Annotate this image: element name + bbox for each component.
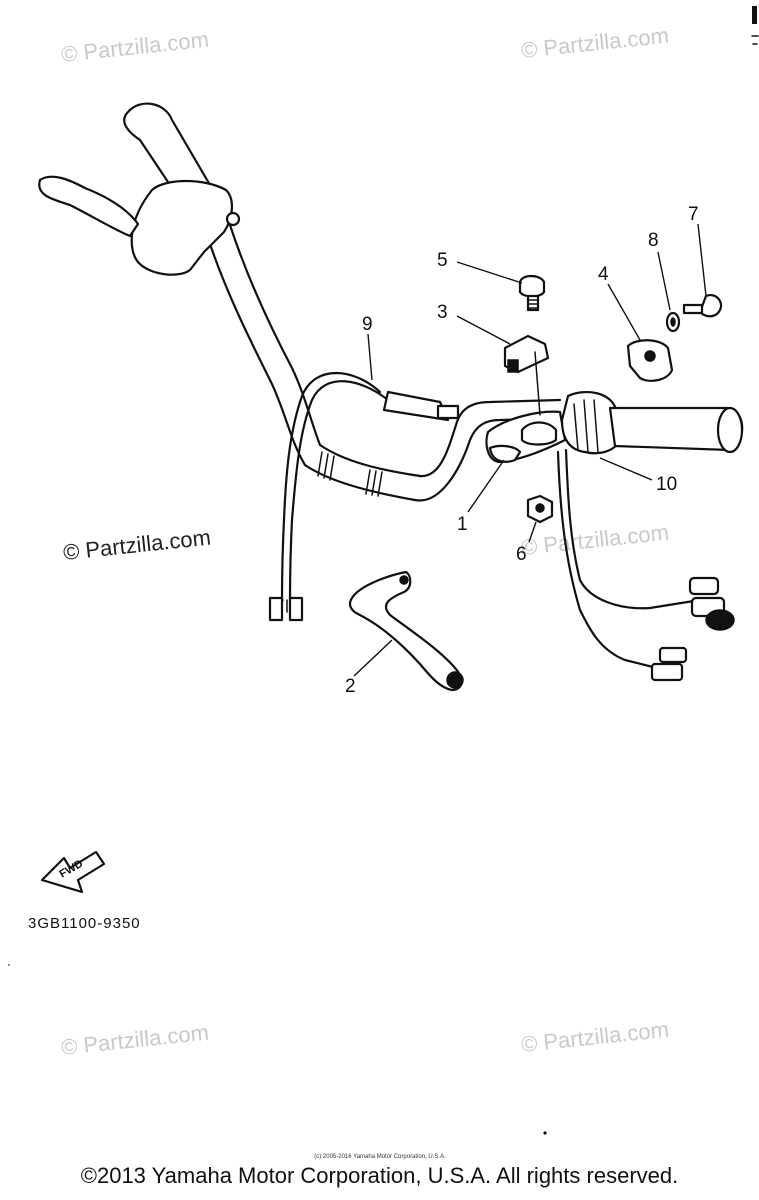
nut-6 <box>526 494 554 524</box>
connector-c <box>658 646 688 664</box>
small-copyright: (c) 2005-2016 Yamaha Motor Corporation, … <box>314 1154 446 1160</box>
cable-9 <box>268 372 460 622</box>
watermark-bottom-left: © Partzilla.com <box>60 1020 210 1060</box>
brake-lever-2 <box>348 570 464 692</box>
callout-1: 1 <box>457 514 468 535</box>
leader-lines <box>353 223 707 677</box>
callout-7: 7 <box>688 204 699 225</box>
handlebar <box>206 223 562 502</box>
callout-9: 9 <box>362 314 373 335</box>
footer-copyright: ©2013 Yamaha Motor Corporation, U.S.A. A… <box>80 1163 679 1188</box>
bolt-5 <box>518 274 546 312</box>
switch-wiring <box>556 448 735 682</box>
callout-2: 2 <box>345 676 356 697</box>
callout-10: 10 <box>656 474 677 495</box>
watermark-bottom-right: © Partzilla.com <box>520 1017 670 1057</box>
screw-7 <box>682 294 723 318</box>
washer-8 <box>665 311 681 333</box>
callout-3: 3 <box>437 302 448 323</box>
callout-8: 8 <box>648 230 659 251</box>
watermark-top-left: © Partzilla.com <box>60 27 210 67</box>
watermark-top-right: © Partzilla.com <box>520 23 670 63</box>
connector-d <box>650 662 684 682</box>
right-grip-assembly-10 <box>560 390 744 455</box>
clamp-4 <box>626 339 674 382</box>
page-edge-mark <box>752 6 757 24</box>
lever-holder-1 <box>485 410 567 464</box>
callout-4: 4 <box>598 264 609 285</box>
callout-5: 5 <box>437 250 448 271</box>
watermark-mid-right: © Partzilla.com <box>520 520 670 560</box>
watermark-mid-left: © Partzilla.com <box>62 525 212 565</box>
left-grip-assembly <box>38 102 241 276</box>
diagram-code: 3GB1100-9350 <box>28 915 141 932</box>
fwd-arrow-icon: FWD <box>40 850 106 894</box>
callout-6: 6 <box>516 544 527 565</box>
connector-a <box>688 576 720 596</box>
brake-switch-3 <box>503 334 550 416</box>
